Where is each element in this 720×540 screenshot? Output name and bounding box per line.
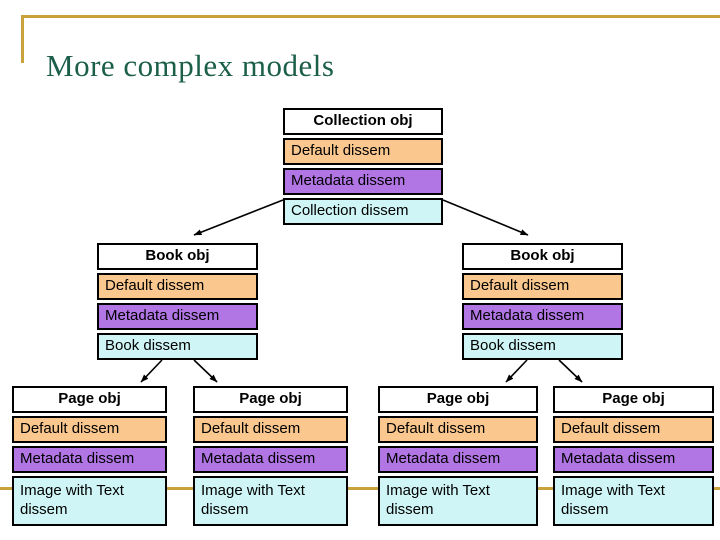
book-metadata-dissem-row: Metadata dissem <box>97 303 258 330</box>
book-metadata-dissem-row: Metadata dissem <box>462 303 623 330</box>
arrow-collection-to-book-right <box>442 199 529 236</box>
page-image-text-dissem-row: Image with Text dissem <box>193 476 348 526</box>
frame-bottom-line <box>0 487 720 490</box>
page-image-text-dissem-row: Image with Text dissem <box>553 476 714 526</box>
page-obj-header: Page obj <box>193 386 348 413</box>
page-title: More complex models <box>46 48 335 83</box>
book-default-dissem-row: Default dissem <box>97 273 258 300</box>
page-default-dissem-row: Default dissem <box>12 416 167 443</box>
book-obj-box-left: Book obj Default dissem Metadata dissem … <box>97 243 258 360</box>
book-obj-header: Book obj <box>97 243 258 270</box>
collection-default-dissem-row: Default dissem <box>283 138 443 165</box>
page-obj-header: Page obj <box>12 386 167 413</box>
collection-dissem-row: Collection dissem <box>283 198 443 225</box>
arrow-book-left-to-page-2 <box>193 359 218 383</box>
arrow-book-left-to-page-1 <box>140 359 163 383</box>
book-obj-box-right: Book obj Default dissem Metadata dissem … <box>462 243 623 360</box>
collection-metadata-dissem-row: Metadata dissem <box>283 168 443 195</box>
page-obj-box-3: Page obj Default dissem Metadata dissem … <box>378 386 538 526</box>
page-metadata-dissem-row: Metadata dissem <box>12 446 167 473</box>
frame-left-line <box>21 15 24 63</box>
frame-top-line <box>21 15 720 18</box>
page-default-dissem-row: Default dissem <box>378 416 538 443</box>
page-obj-box-1: Page obj Default dissem Metadata dissem … <box>12 386 167 526</box>
page-obj-box-4: Page obj Default dissem Metadata dissem … <box>553 386 714 526</box>
collection-obj-header: Collection obj <box>283 108 443 135</box>
book-default-dissem-row: Default dissem <box>462 273 623 300</box>
page-obj-header: Page obj <box>553 386 714 413</box>
page-metadata-dissem-row: Metadata dissem <box>553 446 714 473</box>
book-dissem-row: Book dissem <box>462 333 623 360</box>
page-default-dissem-row: Default dissem <box>193 416 348 443</box>
page-obj-header: Page obj <box>378 386 538 413</box>
collection-obj-box: Collection obj Default dissem Metadata d… <box>283 108 443 225</box>
book-dissem-row: Book dissem <box>97 333 258 360</box>
page-image-text-dissem-row: Image with Text dissem <box>378 476 538 526</box>
arrow-book-right-to-page-3 <box>505 359 528 383</box>
arrow-collection-to-book-left <box>193 199 284 236</box>
page-image-text-dissem-row: Image with Text dissem <box>12 476 167 526</box>
book-obj-header: Book obj <box>462 243 623 270</box>
page-obj-box-2: Page obj Default dissem Metadata dissem … <box>193 386 348 526</box>
arrow-book-right-to-page-4 <box>558 359 583 383</box>
page-default-dissem-row: Default dissem <box>553 416 714 443</box>
page-metadata-dissem-row: Metadata dissem <box>193 446 348 473</box>
page-metadata-dissem-row: Metadata dissem <box>378 446 538 473</box>
